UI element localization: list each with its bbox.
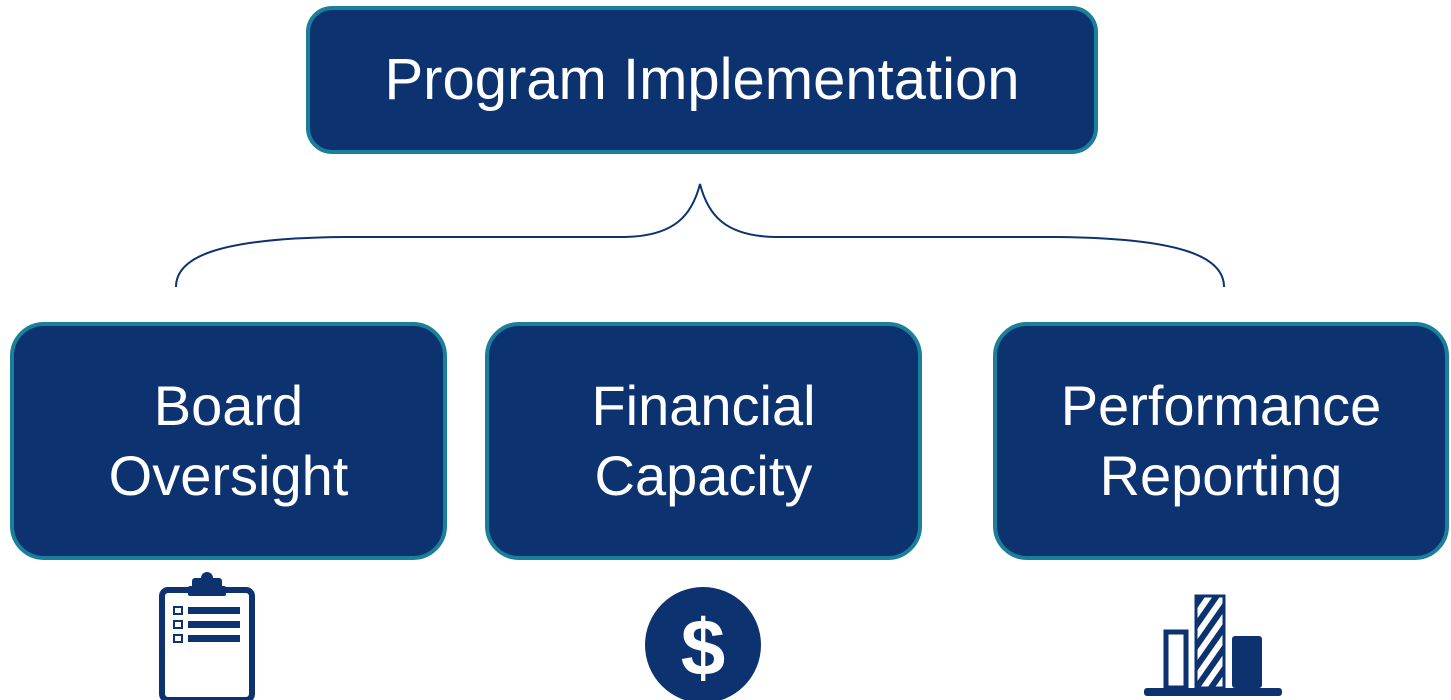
node-label-line-1: Board bbox=[153, 374, 304, 437]
node-label-line-2: Reporting bbox=[1099, 444, 1343, 507]
bar-chart-icon bbox=[1144, 594, 1282, 696]
node-board-oversight: Board Oversight bbox=[10, 322, 447, 560]
node-financial-capacity: Financial Capacity bbox=[485, 322, 922, 560]
node-label-line-1: Performance bbox=[1060, 374, 1382, 437]
node-label: Board Oversight bbox=[109, 371, 349, 511]
clipboard-checklist-icon bbox=[159, 572, 255, 700]
root-node-program-implementation: Program Implementation bbox=[306, 6, 1098, 154]
node-label-line-1: Financial bbox=[591, 374, 816, 437]
node-label-line-2: Oversight bbox=[108, 444, 349, 507]
node-label: Financial Capacity bbox=[591, 371, 815, 511]
node-performance-reporting: Performance Reporting bbox=[993, 322, 1449, 560]
root-node-label: Program Implementation bbox=[384, 47, 1020, 112]
node-label-line-2: Capacity bbox=[594, 444, 813, 507]
brace-path bbox=[175, 180, 1225, 288]
svg-text:$: $ bbox=[681, 603, 726, 692]
dollar-coin-icon: $ bbox=[645, 587, 761, 700]
node-label: Performance Reporting bbox=[1061, 371, 1382, 511]
